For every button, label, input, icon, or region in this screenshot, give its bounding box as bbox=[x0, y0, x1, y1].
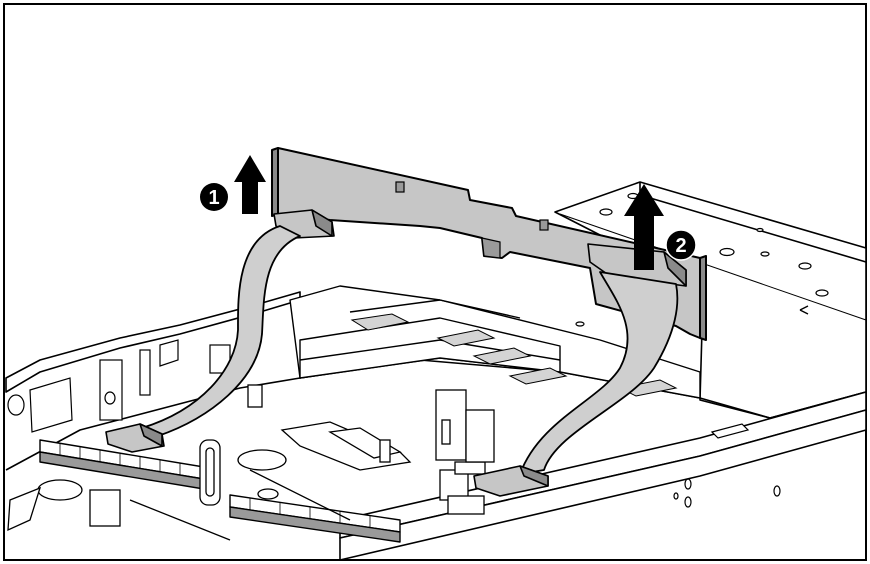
callout-badge-1: 1 bbox=[200, 183, 228, 211]
lift-arrow-1 bbox=[234, 155, 266, 214]
cable-1-floor-connector bbox=[105, 423, 165, 453]
cable-2-floor-connector bbox=[473, 465, 549, 497]
lift-arrow-2 bbox=[624, 184, 664, 270]
motherboard-details bbox=[7, 384, 495, 541]
backplane-notches bbox=[395, 181, 549, 259]
drive-cage-slots bbox=[350, 313, 678, 397]
callout-badge-2: 2 bbox=[665, 229, 697, 261]
front-rail-holes bbox=[673, 423, 781, 508]
memory-slot-row-lower bbox=[229, 494, 401, 543]
chassis-left-wall-detail bbox=[7, 339, 231, 433]
callout-number-2: 2 bbox=[675, 235, 686, 257]
callout-number-1: 1 bbox=[208, 187, 219, 209]
deck-arrow-mark bbox=[799, 305, 809, 315]
